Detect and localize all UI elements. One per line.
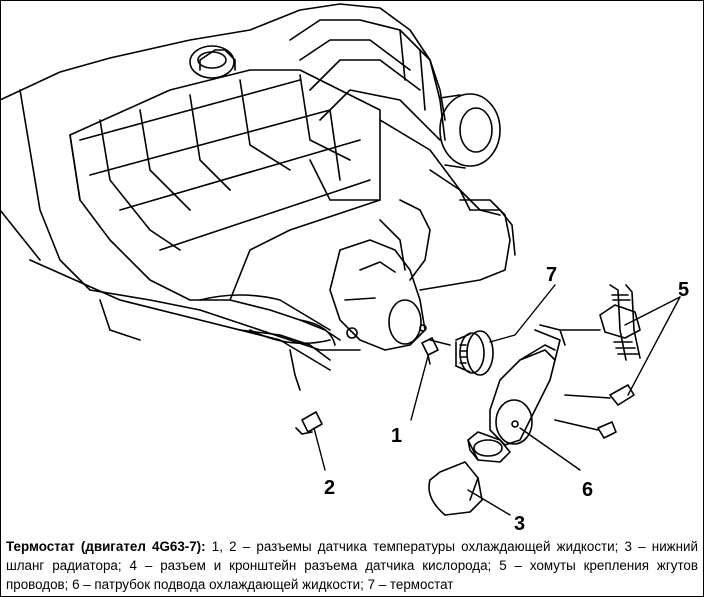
figure-caption: Термостат (двигател 4G63-7): 1, 2 – разъ… [6,537,698,594]
callout-2: 2 [324,477,336,499]
caption-body: 1, 2 – разъемы датчика температуры охлаж… [6,539,698,592]
engine-block-illustration [0,3,446,391]
callout-6: 6 [582,479,594,501]
callout-1: 1 [391,425,403,447]
connector-2-illustration [295,411,323,435]
coolant-pipe-6-illustration [489,324,566,446]
leader-lines [313,284,681,516]
valve-cover-illustration [69,45,381,301]
callout-5: 5 [678,279,690,301]
harness-clamps-5-illustration [554,284,641,439]
callout-7: 7 [546,264,558,286]
thermostat-7-illustration [429,330,494,376]
radiator-hose-3-illustration [428,461,483,516]
intake-manifold-illustration [289,19,516,291]
thermostat-housing-illustration [329,239,427,351]
caption-title: Термостат (двигател 4G63-7): [6,539,206,554]
lower-left-hose-illustration [229,299,341,361]
engine-diagram [0,3,681,516]
callout-3: 3 [514,513,526,535]
hose-clamp-illustration [467,431,511,463]
